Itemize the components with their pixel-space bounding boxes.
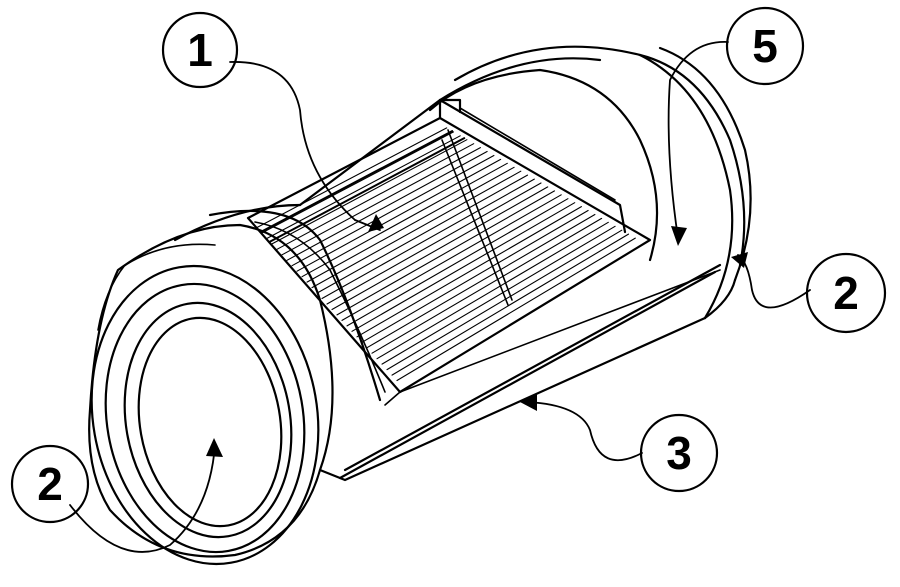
- grille-slat: [271, 139, 468, 245]
- grille-slat: [266, 135, 461, 239]
- lower-rail: [338, 263, 722, 480]
- grille-slat: [281, 147, 481, 256]
- callout-3-label: 3: [666, 427, 692, 479]
- grille-slat: [336, 190, 556, 316]
- grille-slat: [361, 209, 589, 343]
- callout-5: 5: [725, 6, 805, 86]
- rear-end-cap: [428, 45, 752, 320]
- grille-slat: [261, 131, 455, 234]
- grille-slat: [256, 127, 448, 229]
- grille-slat: [396, 237, 636, 382]
- grille-slat: [371, 217, 603, 354]
- grille-slat: [321, 178, 535, 300]
- grille-slat: [286, 150, 488, 261]
- grille-slat: [306, 166, 515, 283]
- leader-lines: [69, 41, 811, 553]
- grille-slat: [331, 186, 549, 311]
- callout-2-left-label: 2: [37, 458, 63, 510]
- callout-1: 1: [161, 11, 239, 89]
- grille-opening: [246, 98, 652, 394]
- callout-5-label: 5: [752, 20, 778, 72]
- grille-slat: [346, 198, 569, 327]
- callout-2-right: 2: [805, 252, 887, 334]
- grille-slat: [341, 194, 562, 321]
- grille-slat: [351, 202, 576, 332]
- callout-1-label: 1: [187, 24, 213, 76]
- grille-slat: [276, 143, 475, 250]
- grille-crossbar: [269, 137, 466, 243]
- grille-slat: [376, 221, 609, 360]
- cylinder-body: [173, 57, 737, 482]
- grille-slat: [391, 233, 630, 376]
- grille-slat: [326, 182, 542, 305]
- grille-slat: [381, 225, 616, 365]
- grille-slat: [386, 229, 623, 371]
- grille-slat: [291, 154, 495, 267]
- grille-slat: [316, 174, 529, 294]
- callout-2-left: 2: [10, 444, 90, 524]
- front-end-cap: [88, 223, 334, 566]
- grille-slat: [356, 206, 582, 338]
- grille-slat: [311, 170, 522, 289]
- grille-slats: [256, 127, 636, 382]
- grille-crossbar: [260, 130, 454, 233]
- callout-2-right-label: 2: [833, 267, 859, 319]
- grille-slat: [301, 162, 508, 278]
- grille-slat: [366, 213, 596, 349]
- callout-3: 3: [639, 413, 719, 493]
